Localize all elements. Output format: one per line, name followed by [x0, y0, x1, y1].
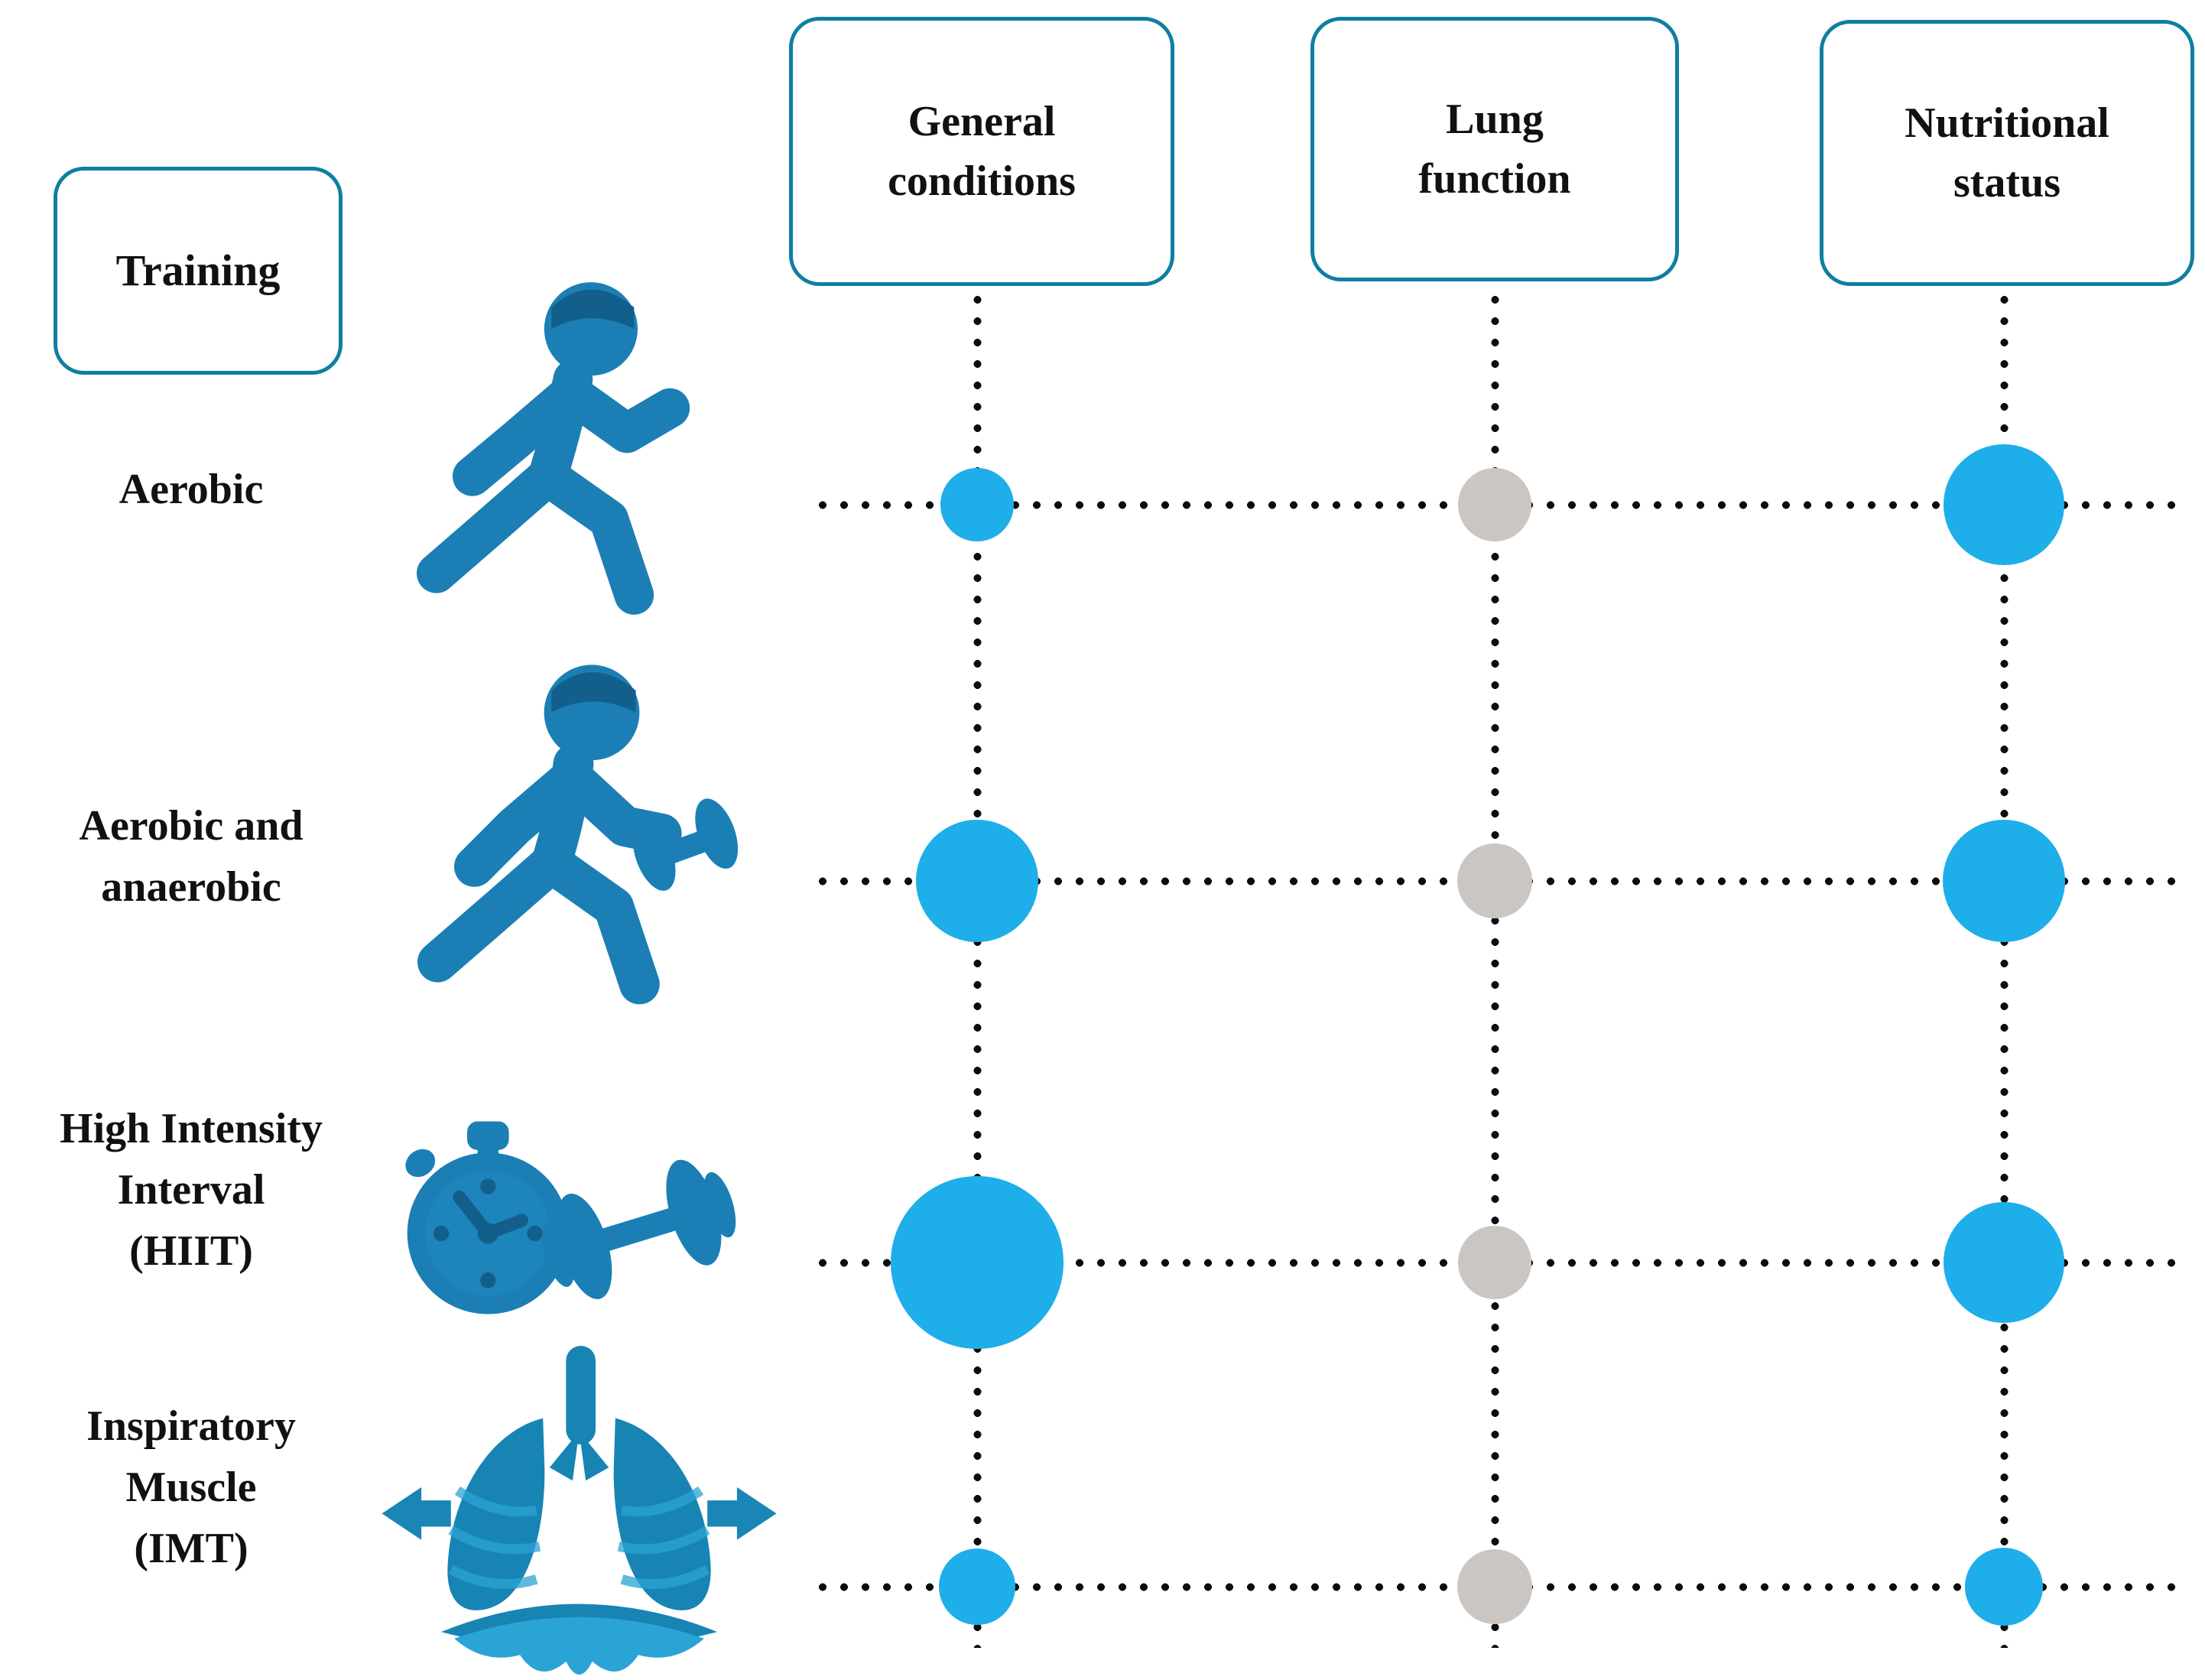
effect-circle-imt-nutritional-status — [1965, 1548, 2043, 1626]
training-label: Training — [115, 245, 281, 295]
training-box: Training — [54, 167, 343, 375]
effect-circle-aerobic-lung-function — [1458, 468, 1531, 541]
running-boy-dumbbell-icon — [382, 654, 765, 1021]
column-header-general-conditions: General conditions — [789, 17, 1174, 286]
effect-circle-aerobic-general-conditions — [940, 468, 1014, 541]
lungs-icon — [344, 1346, 814, 1675]
grid-vline-general-conditions — [973, 289, 982, 1648]
column-header-label: General conditions — [888, 98, 1076, 205]
row-label-aerobic: Aerobic — [119, 466, 264, 513]
effect-circle-aerobic-nutritional-status — [1944, 444, 2064, 565]
effect-circle-aerobic-anaerobic-lung-function — [1457, 843, 1532, 918]
effect-circle-imt-general-conditions — [939, 1548, 1015, 1625]
grid-vline-nutritional-status — [1999, 289, 2009, 1648]
effect-circle-hiit-general-conditions — [891, 1176, 1064, 1349]
effect-circle-aerobic-anaerobic-general-conditions — [916, 820, 1038, 942]
column-header-lung-function: Lung function — [1310, 17, 1679, 281]
effect-circle-hiit-nutritional-status — [1944, 1202, 2064, 1323]
row-label-imt: Inspiratory Muscle (IMT) — [86, 1402, 296, 1572]
grid-vline-lung-function — [1490, 289, 1499, 1648]
column-header-label: Lung function — [1418, 96, 1571, 203]
stopwatch-dumbbell-icon — [371, 1086, 788, 1350]
row-label-hiit: High Intensity Interval (HIIT) — [60, 1105, 323, 1275]
effect-circle-hiit-lung-function — [1458, 1226, 1531, 1299]
running-boy-icon — [386, 268, 745, 635]
row-label-aerobic-anaerobic: Aerobic and anaerobic — [79, 802, 304, 911]
effect-circle-aerobic-anaerobic-nutritional-status — [1943, 820, 2065, 942]
column-header-label: Nutritional status — [1905, 99, 2109, 206]
column-header-nutritional-status: Nutritional status — [1820, 20, 2194, 286]
effect-circle-imt-lung-function — [1457, 1549, 1532, 1624]
